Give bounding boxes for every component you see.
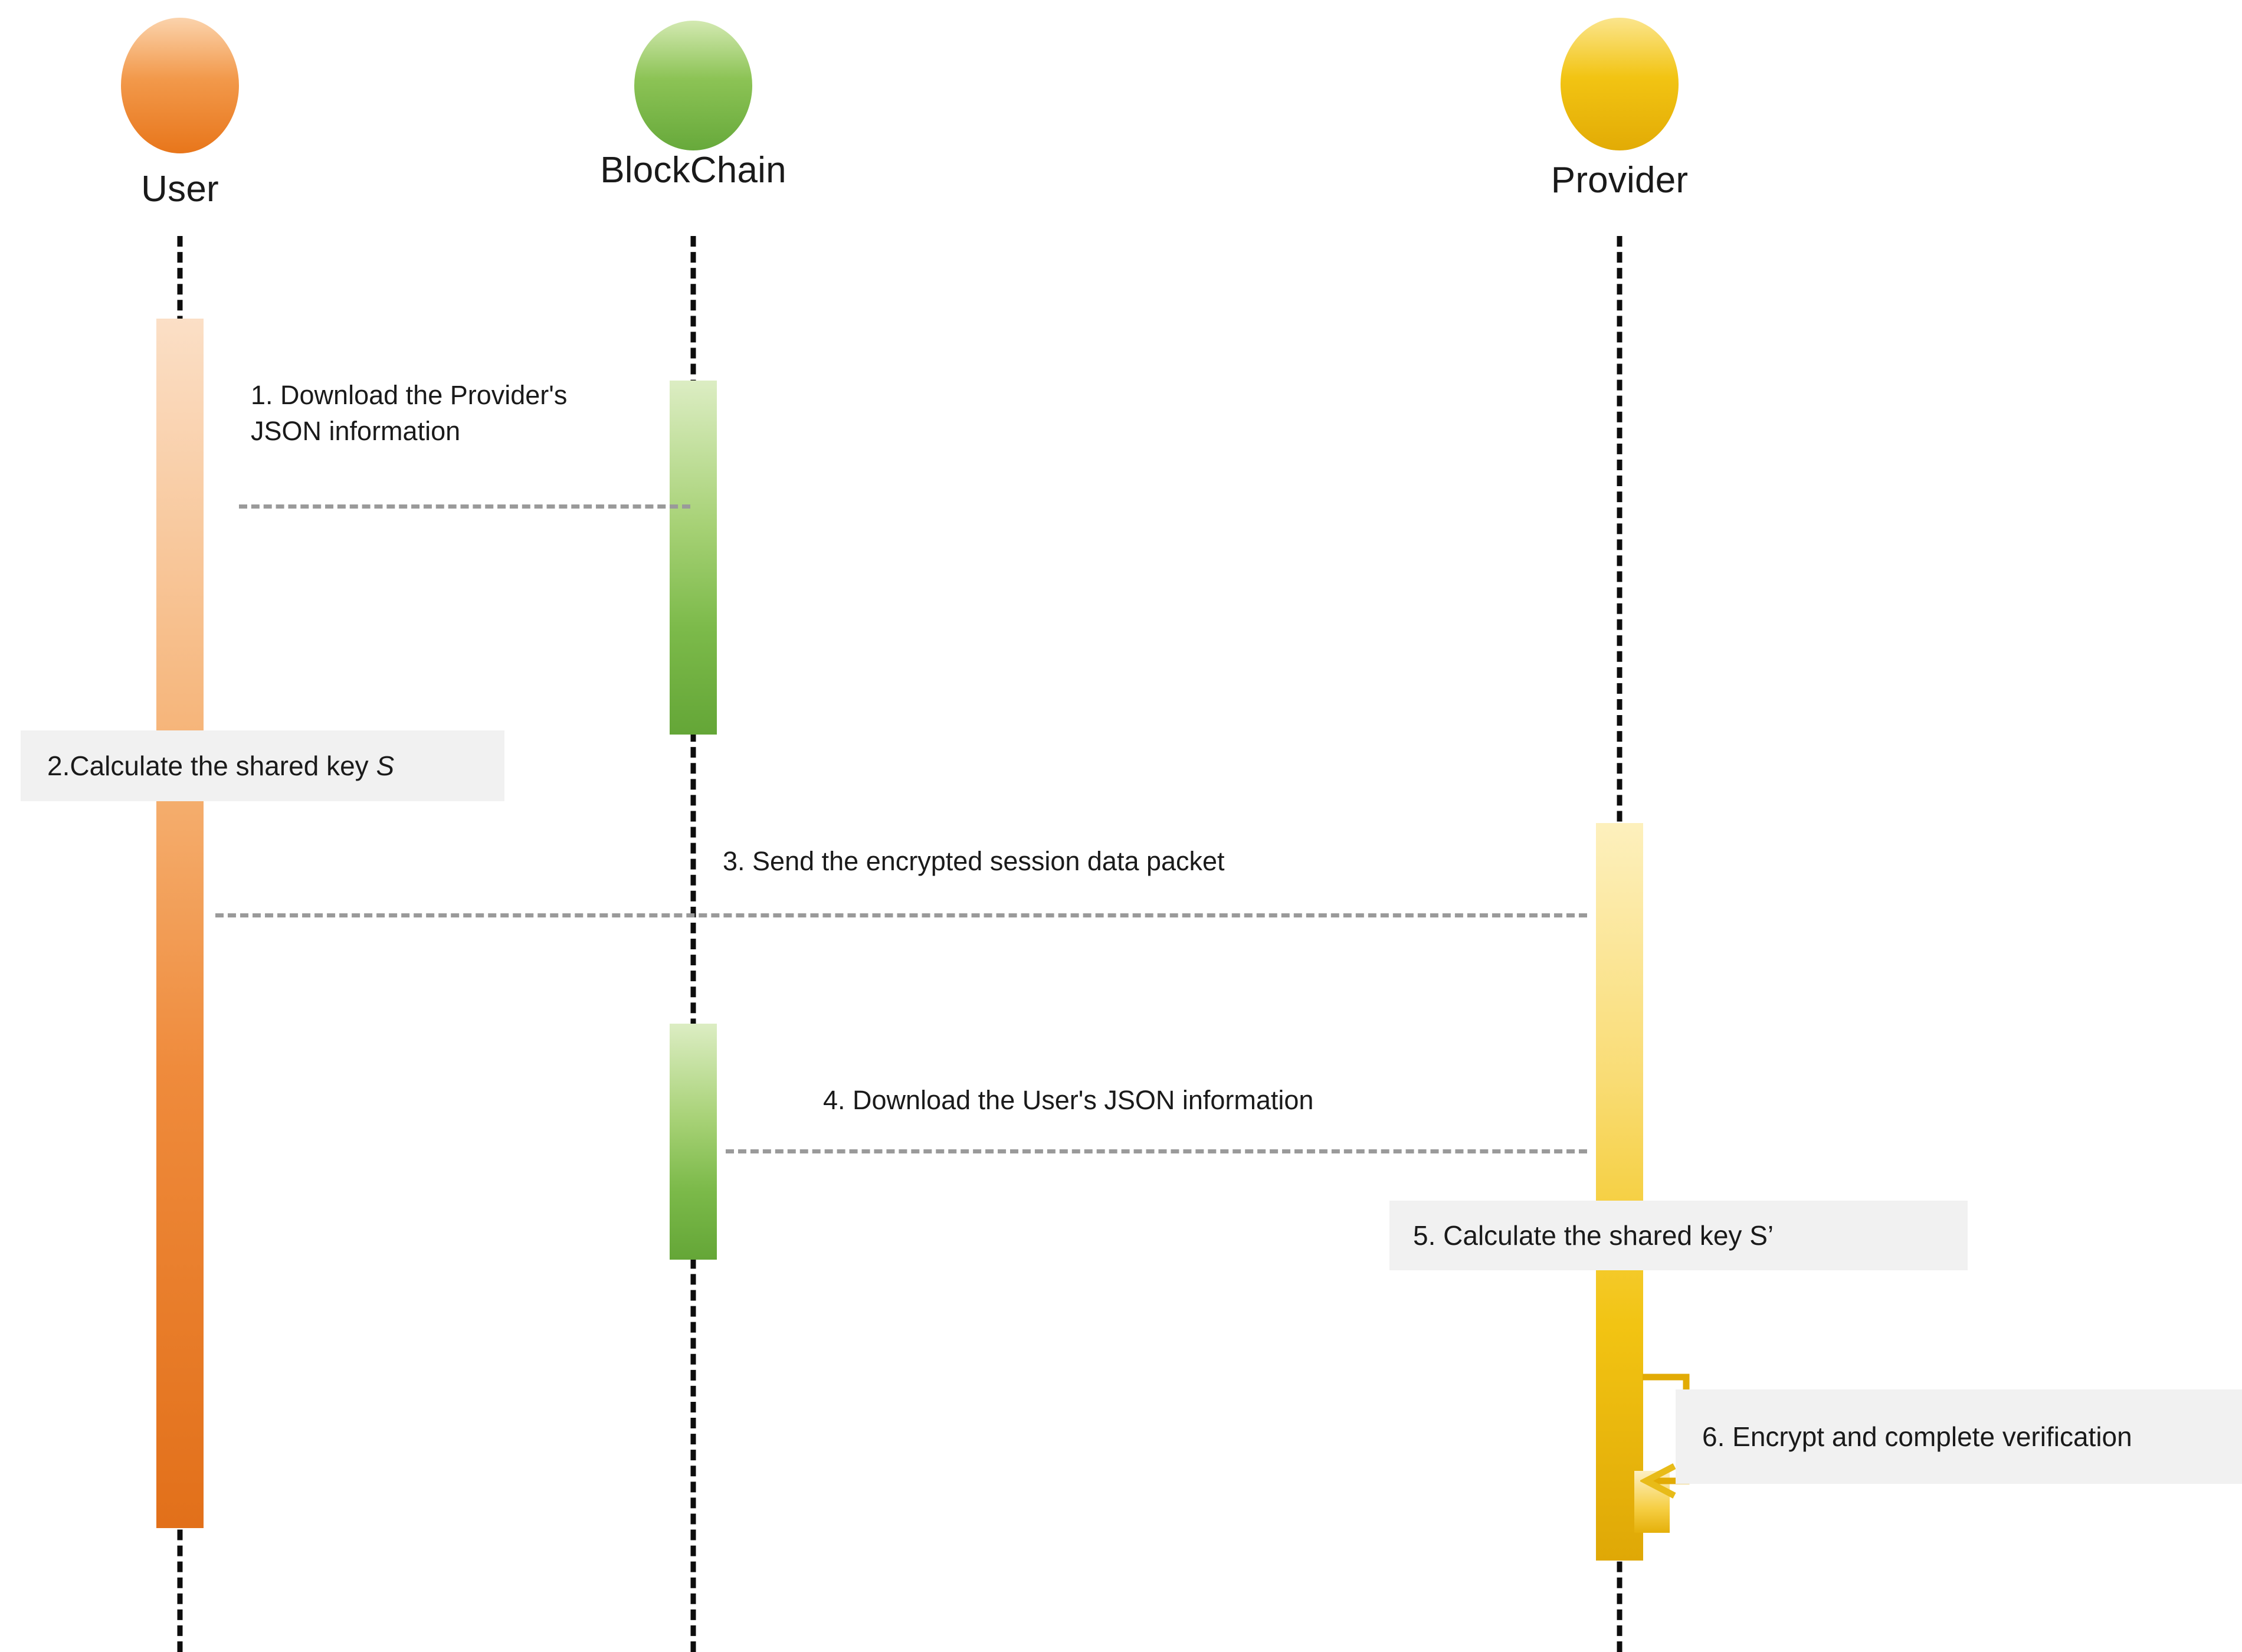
actor-label-provider: Provider — [1551, 160, 1689, 201]
blockchain-avatar-icon — [634, 21, 752, 150]
note-5-text: 5. Calculate the shared key S’ — [1413, 1220, 1774, 1251]
lifeline-blockchain — [690, 236, 696, 1652]
note-6-encrypt-and-verify: 6. Encrypt and complete verification — [1676, 1389, 2242, 1484]
message-3-line — [215, 913, 1587, 917]
message-3-label: 3. Send the encrypted session data packe… — [723, 846, 1225, 876]
activation-provider[interactable] — [1596, 823, 1643, 1561]
actor-label-user: User — [141, 169, 219, 209]
message-4-line — [726, 1149, 1587, 1153]
message-1-label: 1. Download the Provider's JSON informat… — [251, 380, 568, 446]
activation-blockchain-1[interactable] — [670, 381, 717, 735]
note-2-calculate-shared-key: 2.Calculate the shared key S — [21, 730, 504, 801]
note-2-symbol-S: S — [376, 750, 395, 781]
provider-avatar-icon — [1561, 18, 1679, 150]
note-2-text: 2.Calculate the shared key S — [47, 750, 395, 781]
activation-blockchain-2[interactable] — [670, 1024, 717, 1260]
message-4-label: 4. Download the User's JSON information — [823, 1085, 1314, 1115]
note-5-calculate-shared-key-prime: 5. Calculate the shared key S’ — [1389, 1201, 1968, 1270]
actor-label-blockchain: BlockChain — [600, 150, 786, 191]
user-avatar-icon — [121, 18, 239, 153]
message-1-line — [239, 504, 690, 509]
note-6-text: 6. Encrypt and complete verification — [1702, 1421, 2132, 1452]
activation-user[interactable] — [156, 319, 204, 1528]
